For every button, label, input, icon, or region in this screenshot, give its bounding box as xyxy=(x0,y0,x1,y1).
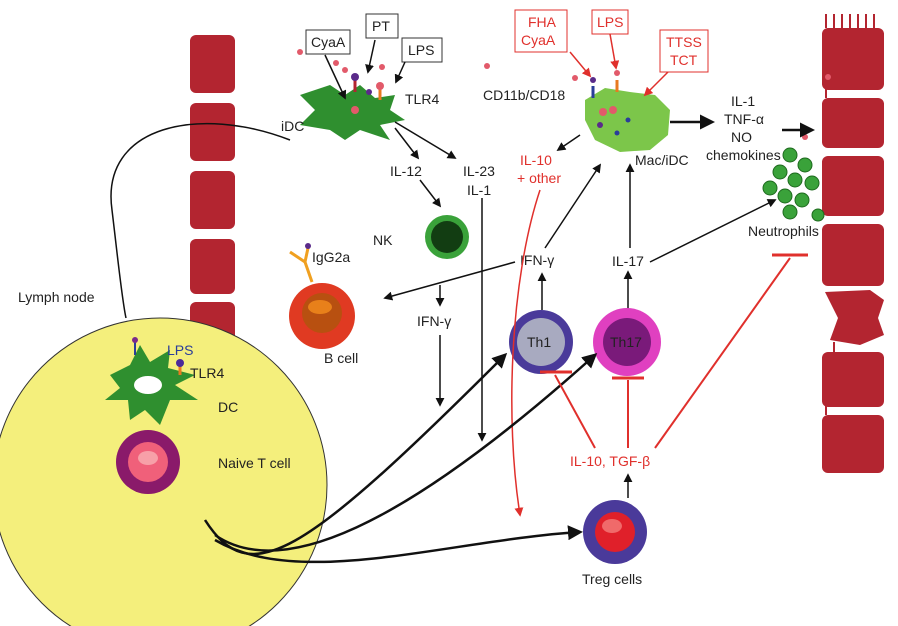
b-cell-label: B cell xyxy=(324,350,358,366)
lymphatic-connector-line xyxy=(110,122,291,319)
il17-label: IL-17 xyxy=(612,253,644,269)
fha-cyaa-box xyxy=(514,9,568,53)
pt-box xyxy=(365,13,399,39)
naive-t-cell xyxy=(116,430,180,494)
naive-t-cell-label: Naive T cell xyxy=(218,455,291,471)
cyt-chemokines-label: chemokines xyxy=(706,147,781,163)
treg-label: Treg cells xyxy=(582,571,642,587)
fha-label: FHA xyxy=(528,14,557,30)
mac-idc-cell xyxy=(484,63,831,152)
cyaa-red-label: CyaA xyxy=(521,32,556,48)
lps-label: LPS xyxy=(408,42,434,58)
il12-label: IL-12 xyxy=(390,163,422,179)
th17-label: Th17 xyxy=(610,334,642,350)
lps-dc-label: LPS xyxy=(167,342,193,358)
cyaa-box xyxy=(305,29,351,55)
cyaa-label: CyaA xyxy=(311,34,346,50)
treg-cell xyxy=(583,500,647,564)
neutrophils-label: Neutrophils xyxy=(748,223,819,239)
il10-label: IL-10 xyxy=(520,152,552,168)
pt-label: PT xyxy=(372,18,390,34)
il10-tgfb-label: IL-10, TGF-β xyxy=(570,453,650,469)
dc-label: DC xyxy=(218,399,238,415)
tlr4-label: TLR4 xyxy=(405,91,439,107)
idc-label: iDC xyxy=(281,118,304,134)
th1-label: Th1 xyxy=(527,334,551,350)
ifng-mid-label: IFN-γ xyxy=(520,252,554,268)
igg2a-label: IgG2a xyxy=(312,249,350,265)
ifng-low-label: IFN-γ xyxy=(417,313,451,329)
lps-red-label: LPS xyxy=(597,14,623,30)
tct-label: TCT xyxy=(670,52,698,68)
dc-cell xyxy=(105,337,198,425)
cyt-tnf-label: TNF-α xyxy=(724,111,764,127)
tlr4-dc-label: TLR4 xyxy=(190,365,224,381)
b-cell xyxy=(289,243,355,349)
other-label: + other xyxy=(517,170,561,186)
cyt-no-label: NO xyxy=(731,129,752,145)
ttss-label: TTSS xyxy=(666,34,702,50)
neutrophils-cluster xyxy=(762,147,825,222)
il23-label: IL-23 xyxy=(463,163,495,179)
inhibition-lines xyxy=(540,253,808,449)
nk-cell xyxy=(425,215,469,259)
ifng-arrows xyxy=(383,163,777,407)
cyt-il1-label: IL-1 xyxy=(731,93,755,109)
lps-box xyxy=(401,37,443,63)
left-epithelium xyxy=(190,35,235,342)
th1-cell xyxy=(509,310,573,374)
th17-cell xyxy=(593,308,661,376)
nk-label: NK xyxy=(373,232,393,248)
ttss-tct-box xyxy=(659,29,709,73)
idc-cell xyxy=(297,49,405,140)
mac-idc-label: Mac/iDC xyxy=(635,152,689,168)
mac-arrows xyxy=(556,33,815,152)
il1-label: IL-1 xyxy=(467,182,491,198)
idc-arrows xyxy=(324,39,487,442)
tcell-differentiation-arrows xyxy=(203,352,598,564)
il10-to-treg-arrow xyxy=(511,189,541,517)
lymph-node-label: Lymph node xyxy=(18,289,95,305)
right-epithelium xyxy=(822,14,884,473)
cd11b-label: CD11b/CD18 xyxy=(483,87,565,103)
